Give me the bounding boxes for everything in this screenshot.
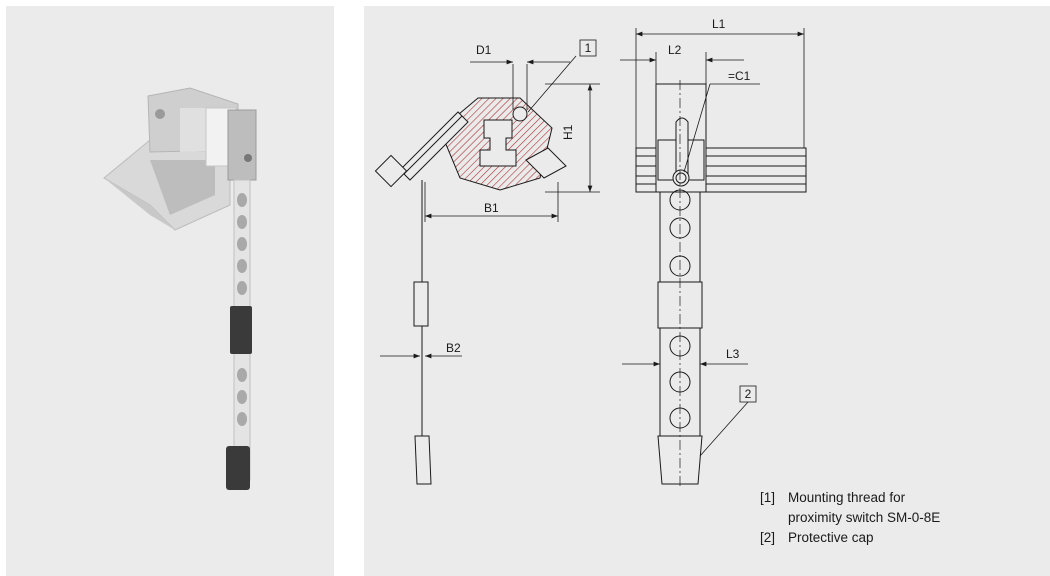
label-b1: B1 [484,201,499,215]
label-c1: =C1 [728,69,751,83]
dim-l2 [620,52,744,84]
callout-1: 1 [579,39,597,57]
label-d1: D1 [476,43,492,57]
dim-c1 [683,83,760,173]
dim-b1 [424,182,559,222]
section-view [374,97,567,485]
front-view [635,80,807,488]
legend-item-text: Protective cap [788,530,874,545]
legend-item-number: [1] [760,490,776,505]
callout-2-label: 2 [745,387,752,401]
legend-item: [1] Mounting thread for proximity switch… [760,488,1028,528]
label-b2: B2 [446,341,461,355]
callout-1-label: 1 [585,41,592,55]
legend: [1] Mounting thread for proximity switch… [760,488,1028,548]
product-photo [103,87,257,490]
label-l2: L2 [668,43,682,57]
legend-item: [2] Protective cap [760,528,1028,548]
dim-h1 [545,83,600,193]
legend-item-text: Mounting thread for proximity switch SM-… [788,490,941,525]
dim-l1 [635,28,805,148]
label-l1: L1 [712,17,726,31]
legend-item-number: [2] [760,530,776,545]
callout-2: 2 [699,385,757,457]
label-h1: H1 [561,124,575,140]
label-l3: L3 [726,347,740,361]
